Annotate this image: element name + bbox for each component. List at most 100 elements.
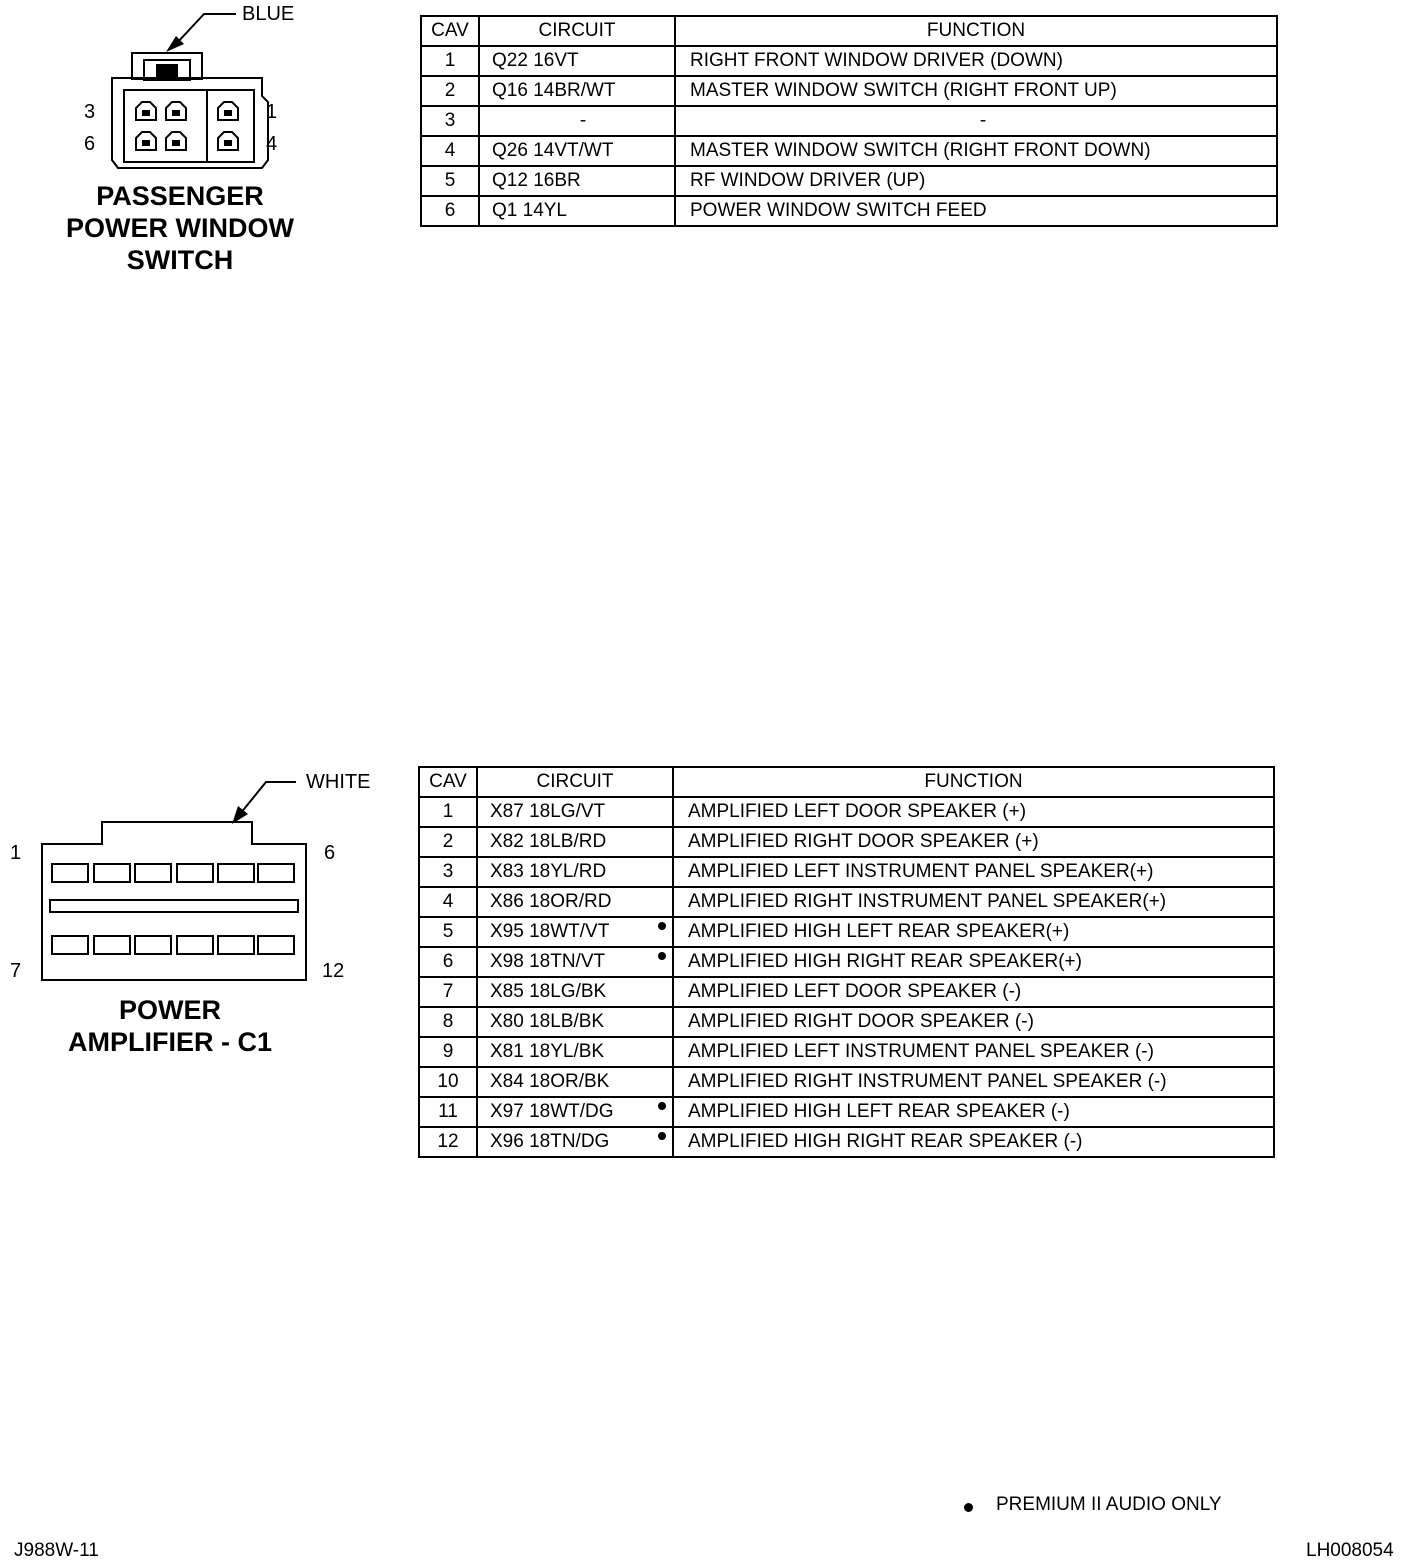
table-row: 7 X85 18LG/BK AMPLIFIED LEFT DOOR SPEAKER … [418, 976, 1275, 1008]
circuit-text: - [579, 110, 587, 131]
circuit-text: X97 18WT/DG [490, 1101, 614, 1122]
connector1-color-label: BLUE [242, 3, 295, 25]
circuit-text: Q26 14VT/WT [492, 140, 614, 161]
circuit-text: X87 18LG/VT [490, 801, 606, 822]
cav-header: CAV [418, 766, 478, 798]
connector1-pin-label-bottom-right: 4 [266, 133, 278, 155]
connector1-pin-label-bottom-left: 6 [84, 133, 96, 155]
table-header-row: CAV CIRCUIT FUNCTION [420, 15, 1278, 47]
cav-cell: 5 [420, 165, 480, 197]
connector1-pinout-table: CAV CIRCUIT FUNCTION 1 Q22 16VT RIGHT FRON… [420, 15, 1278, 227]
circuit-cell: X81 18YL/BK [476, 1036, 674, 1068]
cav-cell: 2 [418, 826, 478, 858]
circuit-cell: X96 18TN/DG [476, 1126, 674, 1158]
circuit-text: X98 18TN/VT [490, 951, 606, 972]
cav-cell: 3 [420, 105, 480, 137]
table-row: 8 X80 18LB/BK AMPLIFIED RIGHT DOOR SPEAKER… [418, 1006, 1275, 1038]
circuit-cell: X84 18OR/BK [476, 1066, 674, 1098]
legend-note: PREMIUM II AUDIO ONLY [996, 1494, 1222, 1515]
circuit-cell: X82 18LB/RD [476, 826, 674, 858]
circuit-cell: - [478, 105, 676, 137]
circuit-cell: Q26 14VT/WT [478, 135, 676, 167]
cav-cell: 4 [418, 886, 478, 918]
connector1-title: PASSENGER POWER WINDOW SWITCH [60, 180, 300, 276]
connector2-pin-label-bottom-left: 7 [10, 960, 22, 982]
circuit-cell: X83 18YL/RD [476, 856, 674, 888]
table-row: 3 - - [420, 105, 1278, 137]
cav-cell: 1 [420, 45, 480, 77]
function-cell: AMPLIFIED LEFT INSTRUMENT PANEL SPEAKER(… [672, 856, 1275, 888]
cav-cell: 6 [420, 195, 480, 227]
premium-audio-bullet-icon [658, 1132, 666, 1140]
premium-audio-bullet-icon [658, 1102, 666, 1110]
cav-cell: 5 [418, 916, 478, 948]
connector2-title-line: POWER [118, 995, 221, 1025]
function-cell: AMPLIFIED HIGH LEFT REAR SPEAKER(+) [672, 916, 1275, 948]
table-row: 2 Q16 14BR/WT MASTER WINDOW SWITCH (RIGHT … [420, 75, 1278, 107]
function-cell: MASTER WINDOW SWITCH (RIGHT FRONT UP) [674, 75, 1278, 107]
circuit-cell: X80 18LB/BK [476, 1006, 674, 1038]
power-amplifier-connector-drawing [41, 781, 307, 981]
function-cell: - [674, 105, 1278, 137]
circuit-cell: X85 18LG/BK [476, 976, 674, 1008]
function-header: FUNCTION [674, 15, 1278, 47]
premium-audio-bullet-icon [658, 922, 666, 930]
circuit-text: X96 18TN/DG [490, 1131, 610, 1152]
connector2-pin-label-bottom-right: 12 [322, 960, 345, 982]
cav-cell: 10 [418, 1066, 478, 1098]
cav-cell: 4 [420, 135, 480, 167]
function-header: FUNCTION [672, 766, 1275, 798]
circuit-text: X82 18LB/RD [490, 831, 607, 852]
connector2-color-label: WHITE [306, 771, 371, 793]
circuit-cell: X98 18TN/VT [476, 946, 674, 978]
circuit-cell: Q1 14YL [478, 195, 676, 227]
cav-cell: 9 [418, 1036, 478, 1068]
footer-right-code: LH008054 [1306, 1540, 1394, 1561]
cav-header: CAV [420, 15, 480, 47]
circuit-text: Q12 16BR [492, 170, 581, 191]
function-cell: RF WINDOW DRIVER (UP) [674, 165, 1278, 197]
table-header-row: CAV CIRCUIT FUNCTION [418, 766, 1275, 798]
footer-left-code: J988W-11 [14, 1540, 99, 1561]
function-cell: AMPLIFIED RIGHT DOOR SPEAKER (-) [672, 1006, 1275, 1038]
connector1-title-line: SWITCH [126, 245, 234, 275]
connector1-pin-label-top-left: 3 [84, 101, 96, 123]
circuit-cell: Q12 16BR [478, 165, 676, 197]
circuit-text: X85 18LG/BK [490, 981, 607, 1002]
circuit-cell: Q16 14BR/WT [478, 75, 676, 107]
circuit-cell: X86 18OR/RD [476, 886, 674, 918]
function-cell: POWER WINDOW SWITCH FEED [674, 195, 1278, 227]
cav-cell: 2 [420, 75, 480, 107]
cav-cell: 3 [418, 856, 478, 888]
connector1-pin-label-top-right: 1 [266, 101, 278, 123]
passenger-window-switch-connector-drawing [111, 13, 269, 169]
cav-cell: 1 [418, 796, 478, 828]
function-cell: AMPLIFIED RIGHT INSTRUMENT PANEL SPEAKER… [672, 1066, 1275, 1098]
function-cell: AMPLIFIED HIGH RIGHT REAR SPEAKER (-) [672, 1126, 1275, 1158]
circuit-cell: X95 18WT/VT [476, 916, 674, 948]
circuit-cell: Q22 16VT [478, 45, 676, 77]
table-row: 1 Q22 16VT RIGHT FRONT WINDOW DRIVER (DOWN… [420, 45, 1278, 77]
circuit-text: Q22 16VT [492, 50, 579, 71]
cav-cell: 11 [418, 1096, 478, 1128]
table-row: 5 Q12 16BR RF WINDOW DRIVER (UP) [420, 165, 1278, 197]
circuit-text: X86 18OR/RD [490, 891, 612, 912]
cav-cell: 7 [418, 976, 478, 1008]
circuit-text: Q16 14BR/WT [492, 80, 616, 101]
function-cell: AMPLIFIED LEFT INSTRUMENT PANEL SPEAKER … [672, 1036, 1275, 1068]
premium-audio-bullet-icon [658, 952, 666, 960]
circuit-text: X80 18LB/BK [490, 1011, 605, 1032]
cav-cell: 8 [418, 1006, 478, 1038]
function-cell: RIGHT FRONT WINDOW DRIVER (DOWN) [674, 45, 1278, 77]
connector2-pin-label-top-right: 6 [324, 842, 336, 864]
function-cell: AMPLIFIED LEFT DOOR SPEAKER (-) [672, 976, 1275, 1008]
